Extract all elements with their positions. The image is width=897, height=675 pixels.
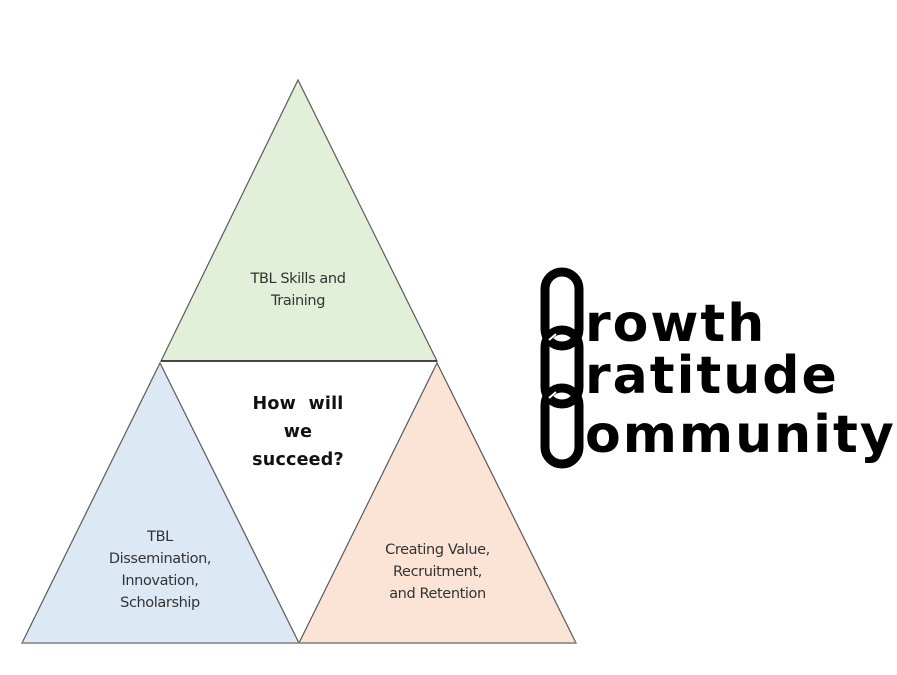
center-question: How will we succeed? xyxy=(218,390,378,474)
label-line: Dissemination, xyxy=(108,551,212,567)
label-line: Recruitment, xyxy=(393,564,482,580)
logo-word-gratitude: ratitude xyxy=(585,346,839,406)
logo-word-growth: rowth xyxy=(585,294,767,354)
right-triangle-label: Creating Value, Recruitment, and Retenti… xyxy=(355,539,520,605)
left-triangle-label: TBL Dissemination, Innovation, Scholarsh… xyxy=(80,526,240,614)
logo-word-community: ommunity xyxy=(585,405,896,465)
growth-gratitude-community-logo: rowth ratitude ommunity xyxy=(536,266,894,486)
question-line: succeed? xyxy=(252,450,344,470)
label-line: Training xyxy=(270,293,325,309)
label-line: Creating Value, xyxy=(385,542,490,558)
label-line: TBL Skills and xyxy=(250,271,346,287)
label-line: and Retention xyxy=(389,586,486,602)
label-line: TBL xyxy=(147,529,173,545)
chain-links-icon xyxy=(540,267,584,469)
label-line: Scholarship xyxy=(120,595,200,611)
top-triangle xyxy=(160,78,438,362)
question-line: How will xyxy=(252,394,344,414)
top-triangle-label: TBL Skills and Training xyxy=(218,268,378,312)
label-line: Innovation, xyxy=(121,573,199,589)
question-line: we xyxy=(283,422,313,442)
